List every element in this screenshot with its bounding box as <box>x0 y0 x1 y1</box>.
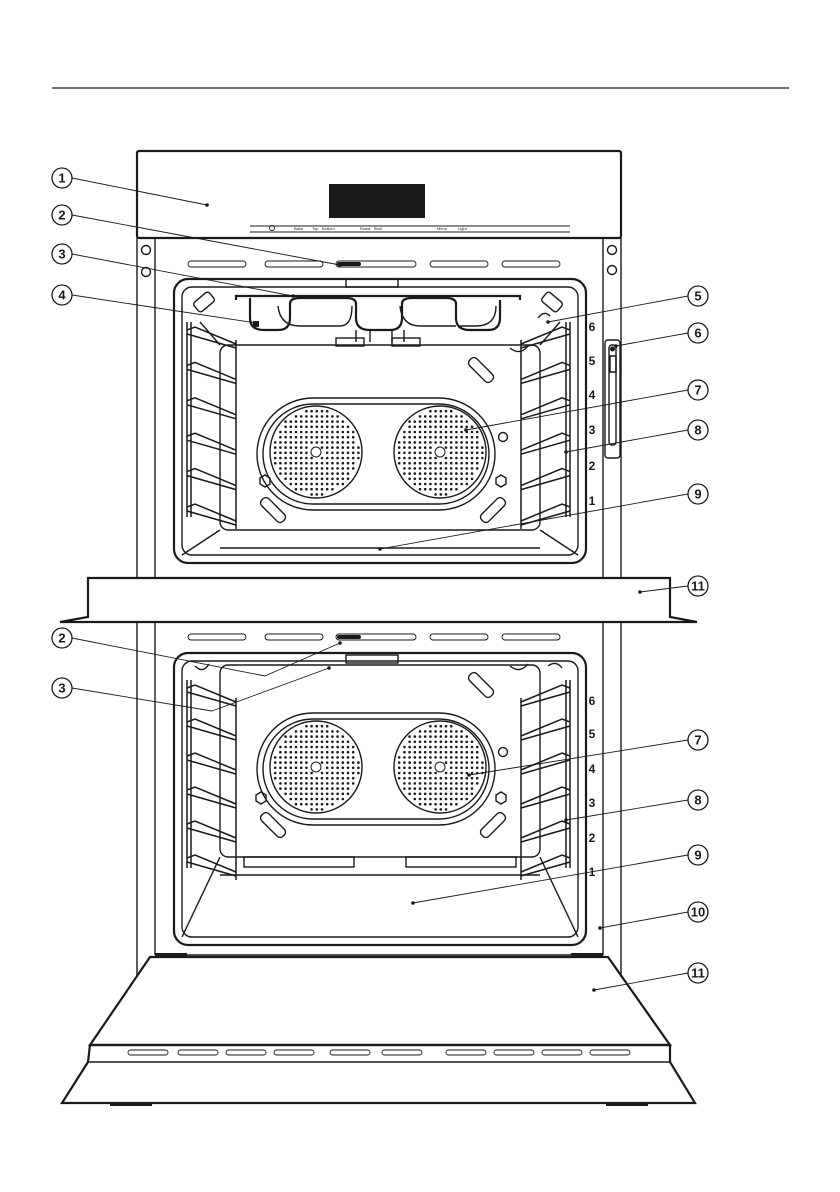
svg-text:3: 3 <box>58 247 65 262</box>
panel-label-top: Top <box>312 226 319 231</box>
callout-7-lower: 7 <box>688 730 708 750</box>
shelf-number-upper-4: 4 <box>589 388 596 402</box>
svg-text:8: 8 <box>694 423 701 438</box>
shelf-number-lower-5: 5 <box>589 727 596 741</box>
rack-runners-right-lower <box>521 680 570 880</box>
panel-label-broil: Broil <box>374 226 382 231</box>
svg-text:10: 10 <box>691 905 705 920</box>
svg-text:2: 2 <box>58 631 65 646</box>
svg-text:2: 2 <box>58 208 65 223</box>
callout-10: 10 <box>688 902 708 922</box>
fan-grid-right-lower <box>398 725 484 811</box>
rack-runners-left-upper <box>187 322 236 529</box>
shelf-number-upper-6: 6 <box>589 320 596 334</box>
upper-oven: 6 5 4 3 2 1 <box>137 238 621 578</box>
callout-5: 5 <box>688 286 708 306</box>
shelf-number-upper-1: 1 <box>589 494 596 508</box>
svg-text:5: 5 <box>694 289 701 304</box>
callout-6: 6 <box>688 323 708 343</box>
callouts: 1 2 3 4 5 6 7 8 9 11 2 3 7 8 9 10 11 <box>52 168 708 983</box>
shelf-number-lower-2: 2 <box>589 831 596 845</box>
shelf-number-lower-6: 6 <box>589 694 596 708</box>
panel-label-bake: Bake <box>294 226 304 231</box>
panel-label-roast: Roast <box>360 226 371 231</box>
shelf-number-upper-5: 5 <box>589 354 596 368</box>
broil-element-upper <box>236 296 520 346</box>
shelf-number-lower-3: 3 <box>589 796 596 810</box>
shelf-number-upper-3: 3 <box>589 423 596 437</box>
lower-door <box>62 953 695 1106</box>
upper-door <box>60 578 697 622</box>
control-panel: Bake Top Bottom Roast Broil Menu Light <box>137 151 621 238</box>
svg-text:11: 11 <box>691 966 705 981</box>
leader-lines <box>72 178 688 992</box>
callout-8-upper: 8 <box>688 420 708 440</box>
vent-slots-lower <box>188 634 560 640</box>
svg-text:7: 7 <box>694 733 701 748</box>
rack-runners-right-upper <box>521 322 570 529</box>
callout-3-upper: 3 <box>52 244 72 264</box>
svg-text:9: 9 <box>694 487 701 502</box>
shelf-number-lower-4: 4 <box>589 762 596 776</box>
callout-4: 4 <box>52 285 72 305</box>
callout-8-lower: 8 <box>688 790 708 810</box>
svg-text:9: 9 <box>694 848 701 863</box>
door-sensor-lower <box>337 635 361 639</box>
rack-runners-left-lower <box>187 680 236 880</box>
door-lock-slider[interactable] <box>605 340 620 458</box>
svg-text:7: 7 <box>694 383 701 398</box>
callout-3-lower: 3 <box>52 678 72 698</box>
callout-1: 1 <box>52 168 72 188</box>
panel-label-light: Light <box>458 226 468 231</box>
callout-9-lower: 9 <box>688 845 708 865</box>
vent-slots-upper <box>188 261 560 267</box>
svg-text:1: 1 <box>58 171 65 186</box>
svg-text:11: 11 <box>691 579 705 594</box>
panel-label-menu: Menu <box>437 226 447 231</box>
fan-grid-left-lower <box>274 725 360 811</box>
panel-label-bottom: Bottom <box>322 226 335 231</box>
callout-11-lower: 11 <box>688 963 708 983</box>
display-screen <box>329 184 425 218</box>
callout-2-upper: 2 <box>52 205 72 225</box>
callout-7-upper: 7 <box>688 380 708 400</box>
svg-text:4: 4 <box>58 288 66 303</box>
callout-2-lower: 2 <box>52 628 72 648</box>
callout-9-upper: 9 <box>688 484 708 504</box>
lower-oven: 6 5 4 3 2 1 <box>137 622 621 977</box>
shelf-number-upper-2: 2 <box>589 459 596 473</box>
svg-text:6: 6 <box>694 326 701 341</box>
svg-text:3: 3 <box>58 681 65 696</box>
callout-11-upper: 11 <box>688 576 708 596</box>
svg-text:8: 8 <box>694 793 701 808</box>
